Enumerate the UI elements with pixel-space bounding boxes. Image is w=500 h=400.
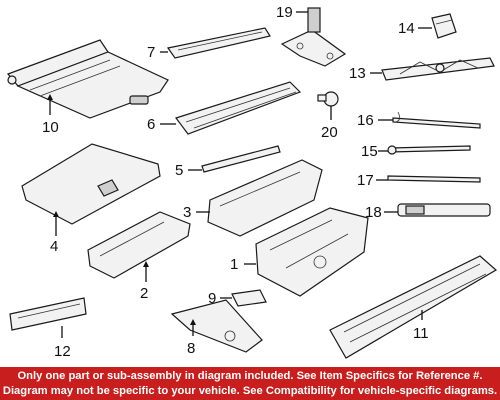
part-1-storage-bin [255,207,369,297]
callout-2: 2 [140,285,148,302]
part-10-cargo-cover [6,39,169,119]
part-20-knob [317,91,339,107]
callout-3: 3 [183,204,191,221]
callout-12: 12 [54,343,71,360]
part-3-storage-panel [207,159,323,237]
callout-5: 5 [175,162,183,179]
callout-6: 6 [147,116,155,133]
parts-diagram: 10 7 19 14 13 6 20 [6,4,498,360]
callout-9: 9 [208,290,216,307]
callout-17: 17 [357,172,374,189]
callout-14: 14 [398,20,415,37]
callout-8: 8 [187,340,195,357]
callout-7: 7 [147,44,155,61]
callout-11: 11 [413,325,429,342]
part-4-floor-panel [21,143,161,225]
part-2-cargo-tray [87,211,191,279]
callout-20: 20 [321,124,338,141]
part-12-bolster [9,297,87,331]
part-11-sill-plate [329,255,498,359]
part-7-trim-panel [166,27,271,59]
callout-4: 4 [50,238,58,255]
part-15-extension [387,145,471,155]
callout-13: 13 [349,65,366,82]
part-6-load-floor [175,81,302,135]
callout-18: 18 [365,204,382,221]
part-13-scissor-jack [381,57,495,81]
callout-1: 1 [230,256,238,273]
part-14-clip [431,13,457,39]
callout-19: 19 [276,4,293,21]
disclaimer-line-2: Diagram may not be specific to your vehi… [2,385,498,397]
part-17-rod [387,175,481,183]
part-5-trim-strip [201,145,281,173]
part-16-lug-wrench [392,111,481,129]
callout-10: 10 [42,119,59,136]
callout-16: 16 [357,112,374,129]
part-18-gas-strut [397,203,491,217]
disclaimer-banner: Only one part or sub-assembly in diagram… [0,367,500,400]
part-8-bracket [170,299,263,353]
part-9-clip [231,289,267,307]
part-19-jack-bracket [280,7,347,67]
disclaimer-line-1: Only one part or sub-assembly in diagram… [17,370,483,382]
callout-15: 15 [361,143,378,160]
